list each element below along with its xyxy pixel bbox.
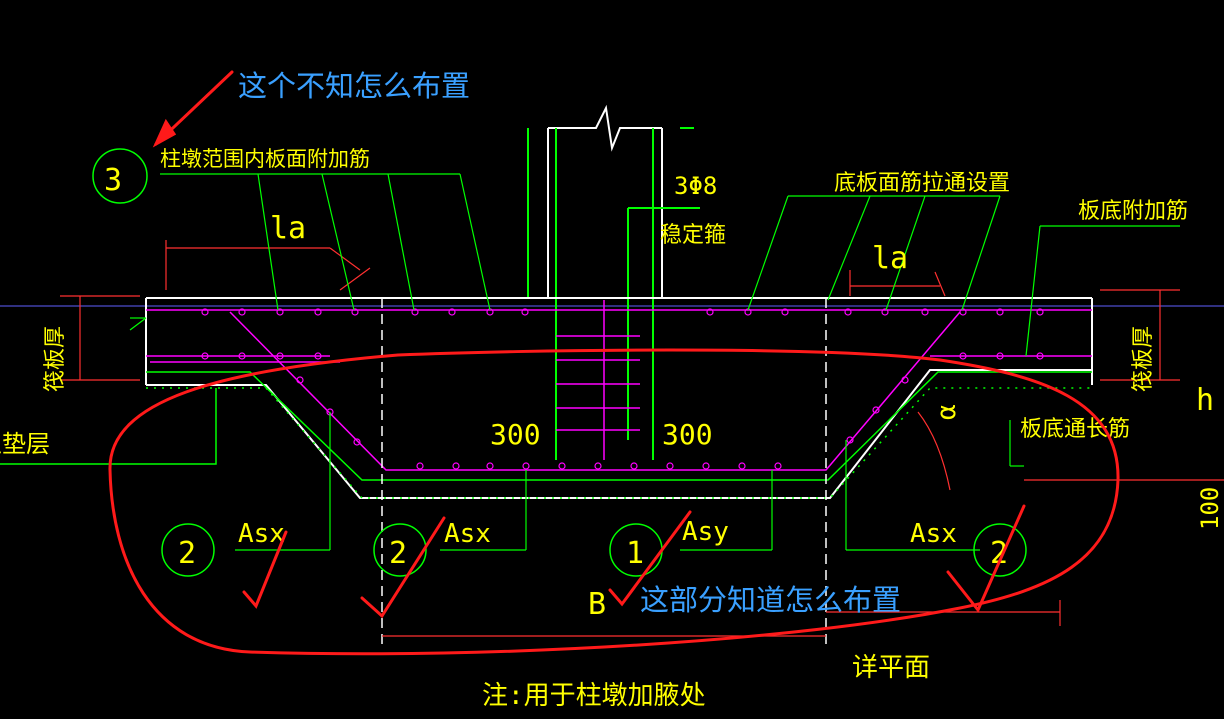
slab-rebars: [146, 309, 1092, 471]
label-dim-300-left: 300: [490, 418, 541, 451]
ref-circle-2a: [161, 523, 215, 577]
rebar-dots: [201, 308, 1044, 470]
dashed-lines: [381, 298, 827, 650]
label-asx-1: Asx: [238, 519, 285, 549]
label-bottom-top-through: 底板面筋拉通设置: [834, 171, 1010, 196]
marker-2b: 2: [389, 536, 407, 571]
cushion-band: [0, 371, 1092, 499]
label-asy: Asy: [682, 517, 729, 547]
marker-2a: 2: [178, 536, 196, 571]
label-la-right: la: [872, 241, 908, 276]
check-mark-3: [608, 510, 692, 607]
leader-lines: [129, 173, 1180, 551]
label-cushion: 土垫层: [0, 430, 50, 458]
label-dim-b: B: [588, 587, 606, 622]
red-annotations: [108, 70, 1120, 656]
column-stirrups: [556, 300, 640, 460]
column-rebars: [527, 127, 700, 460]
ref-circle-2c: [973, 523, 1027, 577]
label-plan-detail: 详平面: [852, 653, 930, 683]
label-slab-bottom-long: 板底通长筋: [1020, 417, 1130, 442]
red-loop: [108, 348, 1120, 656]
check-mark-4: [946, 504, 1026, 613]
column-outline: [547, 104, 663, 298]
ref-circle-3: [92, 148, 148, 204]
label-la-left: la: [270, 211, 306, 246]
red-arrowhead: [152, 118, 177, 148]
label-right-100: 100: [1196, 487, 1224, 530]
label-alpha: α: [932, 404, 962, 420]
label-pier-addl-top-bars: 柱墩范围内板面附加筋: [160, 147, 370, 171]
label-raft-thickness-right: 筏板厚: [1131, 326, 1156, 392]
label-stirrups-name: 稳定箍: [660, 223, 726, 248]
label-slab-bottom-addl: 板底附加筋: [1078, 199, 1188, 224]
check-mark-2: [360, 516, 446, 619]
label-stirrups-count: 3Φ8: [674, 172, 717, 200]
raft-outline: [145, 297, 1093, 499]
marker-1: 1: [626, 536, 644, 571]
annotation-answer: 这部分知道怎么布置: [640, 583, 901, 617]
check-mark-1: [242, 530, 288, 609]
label-asx-3: Asx: [910, 519, 957, 549]
label-dim-300-right: 300: [662, 418, 713, 451]
label-asx-2: Asx: [444, 519, 491, 549]
label-raft-thickness-left: 筏板厚: [43, 326, 68, 392]
label-note: 注:用于柱墩加腋处: [482, 681, 706, 711]
marker-2c: 2: [990, 536, 1008, 571]
marker-3: 3: [104, 163, 122, 198]
ref-circles: [92, 148, 1027, 577]
label-right-h: h: [1196, 383, 1214, 418]
annotation-question: 这个不知怎么布置: [238, 69, 470, 103]
ref-circle-2b: [373, 523, 427, 577]
